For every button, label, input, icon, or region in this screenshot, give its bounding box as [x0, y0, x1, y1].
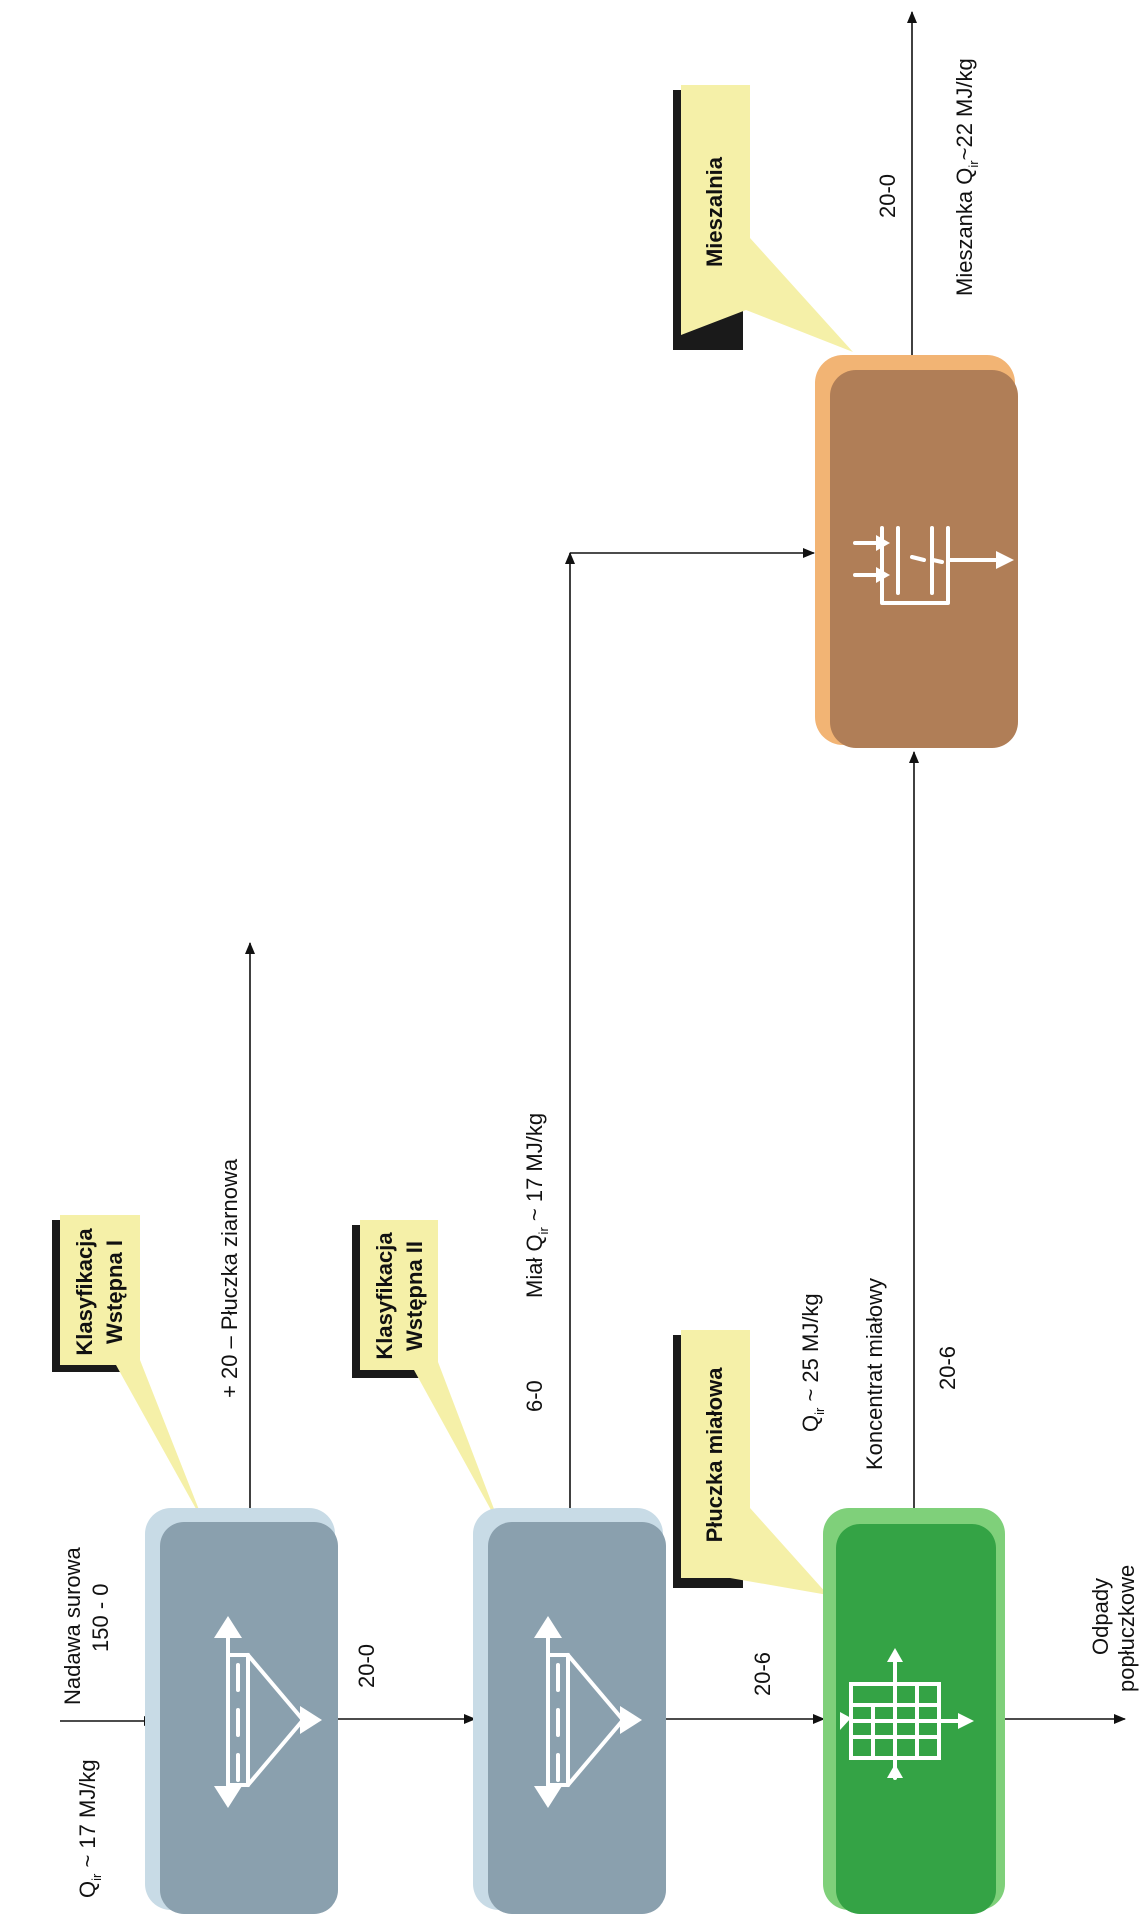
feed-size-label: 150 - 0 [88, 1584, 113, 1653]
jig-washer-icon [840, 1648, 974, 1780]
screen-icon [214, 1616, 322, 1808]
callout-pluczka: Płuczka miałowa [673, 1330, 828, 1595]
callout-body [360, 1220, 502, 1530]
flow-6-0-label: 6-0 [522, 1380, 547, 1412]
odpady-label-line2: popłuczkowe [1114, 1565, 1139, 1692]
odpady-label-line1: Odpady [1088, 1578, 1113, 1655]
box-klasyfikacja-1 [145, 1508, 338, 1914]
callout-klasyfikacja-1-line1: Klasyfikacja [72, 1228, 97, 1356]
mial-label: Miał Qir ~ 17 MJ/kg [522, 1113, 551, 1298]
callout-pluczka-text: Płuczka miałowa [702, 1367, 727, 1543]
box-mieszalnia [815, 355, 1018, 748]
box-klasyfikacja-2 [473, 1508, 666, 1914]
konc-q-label: Qir ~ 25 MJ/kg [798, 1293, 827, 1432]
flow-20-6-out-label: 20-6 [935, 1346, 960, 1390]
feed-q-label: Qir ~ 17 MJ/kg [75, 1759, 104, 1898]
mix-size-label: 20-0 [875, 174, 900, 218]
callout-klasyfikacja-2-line1: Klasyfikacja [372, 1232, 397, 1360]
box-pluczka [823, 1508, 1005, 1914]
flow-20-0-label: 20-0 [354, 1644, 379, 1688]
feed-name-label: Nadawa surowa [60, 1546, 85, 1705]
konc-name-label: Koncentrat miałowy [862, 1278, 887, 1470]
box-face [488, 1522, 666, 1914]
callout-body [681, 85, 853, 352]
callout-klasyfikacja-1: Klasyfikacja Wstępna I [52, 1215, 205, 1525]
callout-body [60, 1215, 205, 1525]
callout-mieszalnia: Mieszalnia [673, 85, 853, 352]
screen-icon [534, 1616, 642, 1808]
callout-klasyfikacja-2-line2: Wstępna II [402, 1241, 427, 1351]
callout-klasyfikacja-1-line2: Wstępna I [102, 1240, 127, 1344]
callout-body [681, 1330, 828, 1595]
flow-20-6-in-label: 20-6 [750, 1652, 775, 1696]
callout-mieszalnia-text: Mieszalnia [702, 156, 727, 267]
callout-klasyfikacja-2: Klasyfikacja Wstępna II [352, 1220, 502, 1530]
plus20-label: + 20 – Płuczka ziarnowa [217, 1158, 242, 1398]
mixer-icon [853, 526, 1014, 605]
mix-label: Mieszanka Qir~22 MJ/kg [952, 58, 981, 296]
